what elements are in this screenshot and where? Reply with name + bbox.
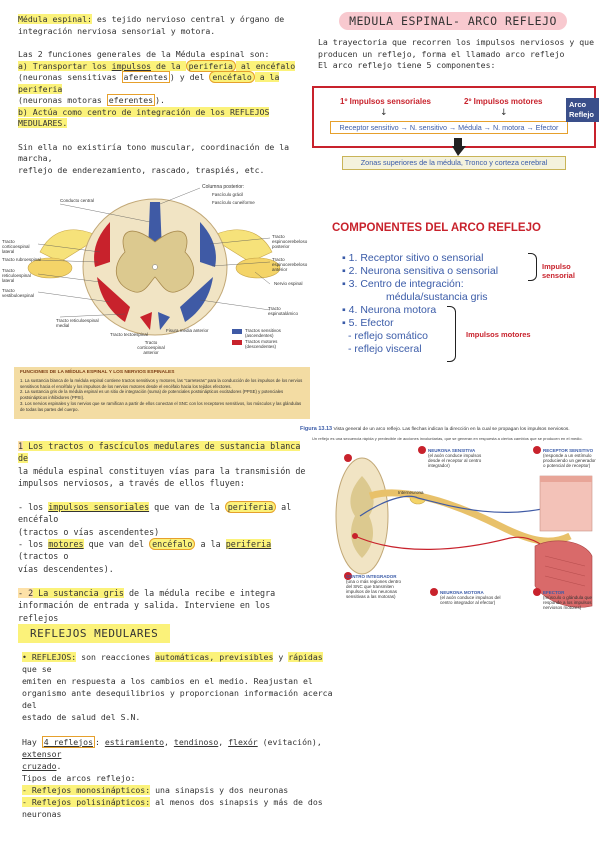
component-1: 1. Receptor sitivo o sensorial [348,252,484,264]
figure-caption: Figura 13.13 Vista general de un arco re… [300,426,570,432]
section-title-arco: MEDULA ESPINAL- ARCO REFLEJO [339,12,567,30]
label-t-rubro: Tracto rubroespinal [2,257,41,262]
label-t-espcereb-post: Tracto espinocerebeloso posterior [272,234,308,249]
brace-sensorial-icon [528,253,537,281]
functions-title: FUNCIONES DE LA MÉDULA ESPINAL Y LOS NER… [20,370,175,375]
functions-box: FUNCIONES DE LA MÉDULA ESPINAL Y LOS NER… [14,367,310,419]
component-4: 4. Neurona motora [348,304,437,316]
label-t-retmed: Tracto reticuloespinal medial [56,318,99,328]
intro-notes: Médula espinal: es tejido nervioso centr… [18,14,296,175]
component-3-detail: médula/sustancia gris [386,291,488,303]
label-nervio: Nervio espinal [274,281,303,286]
reflejos-title-wrap: REFLEJOS MEDULARES [18,622,171,643]
component-5: 5. Efector [348,317,394,329]
label-fisura: Fisura media anterior [166,328,209,333]
component-3: 3. Centro de integración: [348,278,464,290]
term-aferentes: aferentes [121,71,170,83]
label-fasc-gracil: Fascículo grácil [212,192,244,197]
label-t-espinotal: Tracto espinotalámico [268,306,299,316]
label-impulsos-motores: 2º Impulsos motores [464,97,543,106]
arrow-down-sens: ↓ [380,108,388,118]
arco-tag: Arco Reflejo [566,98,599,122]
brace-motor-label: Impulsos motores [466,330,531,339]
term-encefalo: encéfalo [209,71,255,83]
term-4-reflejos: 4 reflejos [41,735,96,748]
term-eferentes: eferentes [106,94,156,106]
brace-motor-icon [447,306,456,362]
label-t-reticulo: Tracto reticuloespinal lateral [2,268,31,283]
label-t-cortant: Tracto corticoespinal anterior [137,340,165,355]
label-interneurona: Interneurona [398,490,424,495]
label-neurona-motora: NEURONA MOTORA (el axón conduce impulsos… [440,590,501,605]
section-title-reflejos: REFLEJOS MEDULARES [18,624,171,643]
components-title: COMPONENTES DEL ARCO REFLEJO [332,222,541,234]
chain-box: Receptor sensitivo → N. sensitivo → Médu… [330,121,568,134]
reflex-arc-svg [335,446,593,608]
label-t-tecto: Tracto tectoespinal [110,332,148,337]
reflex-arc-figure: Interneurona NEURONA SENSITIVA (el axón … [300,446,599,616]
label-t-vestib: Tracto vestibuloespinal [2,288,35,298]
arrow-down-mot: ↓ [500,108,508,118]
label-receptor: RECEPTOR SENSITIVO (responde a un estímu… [543,448,596,468]
zones-box: Zonas superiores de la médula, Tronco y … [342,156,566,170]
component-somatico: - reflejo somático [348,330,428,342]
label-neurona-sensitiva: NEURONA SENSITIVA (el axón conduce impul… [428,448,482,468]
component-2: 2. Neurona sensitiva o sensorial [348,265,499,277]
label-efector: EFECTOR (músculo o glándula que responde… [543,590,593,610]
arco-reflejo-section: MEDULA ESPINAL- ARCO REFLEJO La trayecto… [318,12,595,70]
label-conducto: Conducto central [60,198,95,203]
label-col-post: Columna posterior: [202,184,245,190]
label-t-espcereb-ant: Tracto espinocerebeloso anterior [272,257,308,272]
label-t-corticoesp: Tracto corticoespinal lateral [2,239,30,254]
label-centro: CENTRO INTEGRADOR (una o más regiones de… [346,574,402,599]
component-visceral: - reflejo visceral [348,343,422,355]
figure-note: Un reflejo es una secuencia rápida y pre… [312,436,583,441]
term-medula: Médula espinal: [18,14,92,24]
spinal-cord-diagram: Columna posterior: Fascículo grácil Fasc… [0,182,308,367]
feedback-arrow-icon [452,138,466,158]
reflejos-notes: • REFLEJOS: son reacciones automáticas, … [22,652,333,820]
label-impulsos-sensoriales: 1º Impulsos sensoriales [340,97,431,106]
brace-sensorial-label: Impulso sensorial [542,262,575,280]
term-periferia: periferia [185,59,236,72]
legend-ascendentes: Tractos sensitivos (ascendentes) [245,328,281,338]
legend-descendentes: Tractos motores (descendentes) [245,339,278,349]
tracts-notes: 1 Los tractos o fascículos medulares de … [18,441,306,635]
spinal-cord-svg [27,187,281,345]
label-fasc-cun: Fascículo cuneiforme [212,200,255,205]
components-list: ▪ 1. Receptor sitivo o sensorial ▪ 2. Ne… [342,252,542,356]
